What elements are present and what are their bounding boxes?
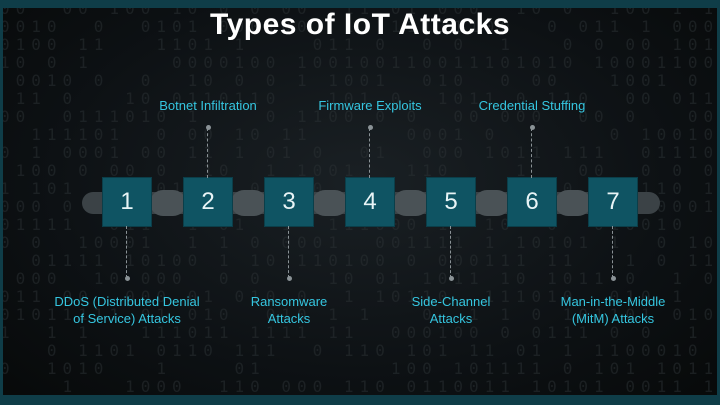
page-title: Types of IoT Attacks — [209, 8, 511, 41]
step-label-line: Attacks — [429, 311, 473, 326]
step-number-box: 6 — [508, 178, 556, 226]
step-label-line: (MitM) Attacks — [571, 311, 655, 326]
track-connector — [230, 190, 267, 216]
step-label-line: of Service) Attacks — [73, 311, 181, 326]
step-label-line: DDoS (Distributed Denial — [54, 294, 200, 309]
step-label: Firmware Exploits — [285, 97, 455, 114]
step-connector-line — [369, 128, 370, 178]
step-label-line: Side-Channel — [411, 294, 491, 309]
step-label: Botnet Infiltration — [123, 97, 293, 114]
frame-bottom-border — [0, 395, 720, 405]
step-label-line: Attacks — [267, 311, 311, 326]
track-connector — [473, 190, 510, 216]
step-connector-dot — [610, 276, 616, 281]
step-number-box: 1 — [103, 178, 151, 226]
step-connector-dot — [529, 125, 535, 130]
step-connector-line — [207, 128, 208, 178]
step-number-box: 3 — [265, 178, 313, 226]
step-connector-line — [126, 226, 127, 278]
step-connector-dot — [286, 276, 292, 281]
step-number-box: 5 — [427, 178, 475, 226]
step-connector-line — [450, 226, 451, 278]
step-label-line: Credential Stuffing — [478, 98, 586, 113]
step-label-line: Ransomware — [250, 294, 328, 309]
step-number-box: 4 — [346, 178, 394, 226]
step-number-box: 7 — [589, 178, 637, 226]
track-connector — [149, 190, 186, 216]
step-label: Man-in-the-Middle (MitM) Attacks — [528, 293, 698, 327]
track-connector — [311, 190, 348, 216]
step-label-line: Firmware Exploits — [318, 98, 422, 113]
step-connector-line — [531, 128, 532, 178]
track-connector — [392, 190, 429, 216]
track-connector — [554, 190, 591, 216]
step-connector-line — [288, 226, 289, 278]
step-connector-dot — [124, 276, 130, 281]
step-number-box: 2 — [184, 178, 232, 226]
step-connector-dot — [205, 125, 211, 130]
step-connector-dot — [367, 125, 373, 130]
step-label: Credential Stuffing — [447, 97, 617, 114]
step-connector-dot — [448, 276, 454, 281]
step-label: DDoS (Distributed Denial of Service) Atta… — [42, 293, 212, 327]
step-connector-line — [612, 226, 613, 278]
frame-left-border — [0, 0, 3, 405]
step-label-line: Man-in-the-Middle — [560, 294, 666, 309]
step-label-line: Botnet Infiltration — [159, 98, 257, 113]
frame-right-border — [717, 0, 720, 405]
frame-top-border — [0, 0, 720, 8]
